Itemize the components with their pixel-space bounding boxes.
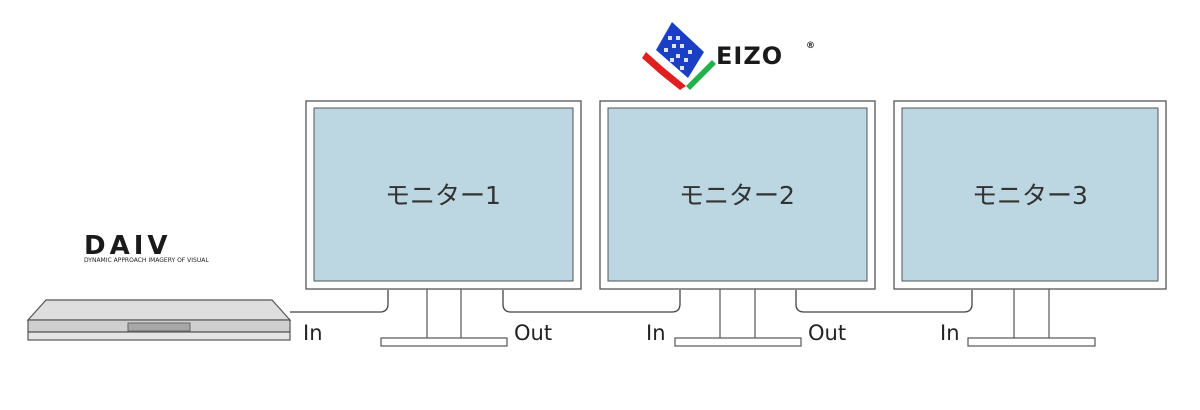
monitor-1-screen: [313, 107, 574, 282]
eizo-logo-text: EIZO: [716, 42, 783, 70]
cable-pc-to-monitor-1: [290, 290, 389, 313]
cable-monitor-2-to-monitor-3: [795, 290, 973, 313]
pc-unit: [26, 299, 292, 341]
cable-monitor-1-to-monitor-2: [502, 290, 681, 313]
monitor-3-stand: [967, 289, 1096, 347]
monitor-3-screen: [901, 107, 1159, 282]
monitor-2-stand: [674, 289, 802, 347]
port-label-monitor-2-in: In: [646, 321, 666, 345]
pc-drive-bay: [127, 322, 191, 332]
port-label-monitor-1-out: Out: [514, 321, 552, 345]
monitor-3: モニター3: [893, 100, 1167, 347]
monitor-1-stand: [380, 289, 508, 347]
monitor-3-label: モニター3: [972, 181, 1088, 210]
port-label-monitor-3-in: In: [940, 321, 960, 345]
eizo-registered-mark: ®: [806, 41, 815, 51]
monitor-1: モニター1: [305, 100, 582, 347]
daiv-tagline: DYNAMIC APPROACH IMAGERY OF VISUAL: [84, 257, 209, 264]
daiv-logo-text: DAIV: [84, 231, 172, 261]
monitor-1-label: モニター1: [385, 181, 501, 210]
monitor-2-screen: [607, 107, 868, 282]
monitor-2-label: モニター2: [679, 181, 795, 210]
cables: [290, 290, 973, 313]
daiv-logo: DAIV DYNAMIC APPROACH IMAGERY OF VISUAL: [84, 231, 209, 264]
port-label-monitor-1-in: In: [303, 321, 323, 345]
eizo-logo: EIZO ®: [642, 22, 815, 90]
monitor-2: モニター2: [599, 100, 876, 347]
port-label-monitor-2-out: Out: [808, 321, 846, 345]
eizo-emblem-icon: [642, 22, 716, 90]
